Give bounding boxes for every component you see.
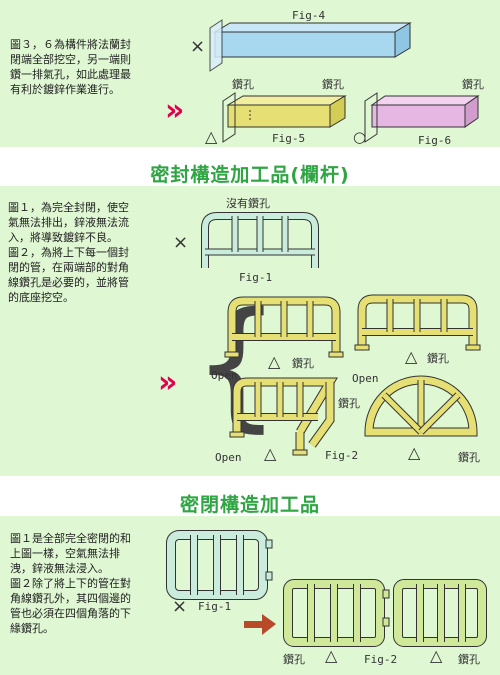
hole-label: 鑽孔 — [427, 351, 449, 365]
red-arrow-icon: » — [158, 365, 177, 400]
hole-label: 鑽孔 — [283, 652, 305, 666]
fig6-hole-label: 鑽孔 — [462, 77, 484, 91]
triangle-mark: △ — [405, 347, 418, 366]
fig5-label: Fig-5 — [272, 132, 305, 145]
open-label: Open — [352, 372, 379, 385]
hole-label: 鑽孔 — [292, 356, 314, 370]
brown-arrow-icon — [244, 614, 276, 635]
fig2-railing-b — [354, 294, 481, 351]
triangle-mark: △ — [205, 127, 218, 146]
desc-line: 圖１是全部完全密閉的和 — [10, 532, 131, 545]
fig6-label: Fig-6 — [418, 134, 451, 147]
desc-line: 入，將導致鍍鋅不良。 — [8, 231, 118, 244]
fig1-label: Fig-1 — [198, 600, 231, 613]
x-mark: × — [172, 596, 187, 617]
fig6-pipe — [364, 92, 480, 143]
triangle-mark: △ — [325, 646, 338, 665]
triangle-mark: △ — [430, 646, 443, 665]
x-mark: × — [173, 232, 188, 253]
hole-label: 鑽孔 — [458, 450, 480, 464]
section3-title: 密閉構造加工品 — [179, 494, 320, 516]
desc-line: 圖３，６為構件將法蘭封 — [10, 38, 131, 51]
fig5-pipe — [222, 92, 347, 143]
fig2-label: Fig-2 — [364, 653, 397, 666]
no-hole-label: 沒有鑽孔 — [226, 196, 270, 210]
desc-line: 管也必須在四個角落的下 — [10, 607, 131, 620]
section3-description: 圖１是全部完全密閉的和 上圖一樣，空氣無法排 洩，鋅液無法浸入。 圖２除了將上下… — [10, 531, 160, 636]
fig4-label: Fig-4 — [292, 9, 325, 22]
fig2-railing-c — [229, 377, 338, 456]
open-label: Open — [215, 451, 242, 464]
fig5-hole-label: 鑽孔 — [232, 77, 254, 91]
desc-line: 線鑽孔是必要的，並將管 — [8, 276, 129, 289]
desc-line: 閉端全部挖空，另一端則 — [10, 53, 131, 66]
section2-title: 密封構造加工品(欄杆) — [150, 164, 350, 186]
fig2-label: Fig-2 — [325, 449, 358, 462]
desc-line: 圖１，為完全封閉，使空 — [8, 201, 129, 214]
fig1-railing — [201, 212, 319, 268]
fig4-pipe — [209, 19, 412, 72]
desc-line: 洩，鋅液無法浸入。 — [10, 562, 109, 575]
desc-line: 的底座挖空。 — [8, 291, 74, 304]
section2-description: 圖１，為完全封閉，使空 氣無法排出，鋅液無法流 入，將導致鍍鋅不良。 圖２，為將… — [8, 200, 158, 305]
hole-label: 鑽孔 — [458, 652, 480, 666]
desc-line: 角線鑽孔外，其四個邊的 — [10, 592, 131, 605]
fig5-hole-label-right: 鑽孔 — [322, 77, 344, 91]
desc-line: 圖２，為將上下每一個封 — [8, 246, 129, 259]
desc-line: 上圖一樣，空氣無法排 — [10, 547, 120, 560]
desc-line: 圖２除了將上下的管在對 — [10, 577, 131, 590]
triangle-mark: △ — [408, 443, 421, 462]
fig2-railing-a — [224, 296, 344, 358]
desc-line: 鑽一排氣孔，如此處理最 — [10, 68, 131, 81]
fig2-frame-left — [283, 579, 390, 647]
desc-line: 有利於鍍鋅作業進行。 — [10, 83, 120, 96]
desc-line: 閉的管，在兩端部的對角 — [8, 261, 129, 274]
desc-line: 氣無法排出，鋅液無法流 — [8, 216, 129, 229]
fig1-label: Fig-1 — [239, 271, 272, 284]
hole-label: 鑽孔 — [338, 396, 360, 410]
section1-description: 圖３，６為構件將法蘭封 閉端全部挖空，另一端則 鑽一排氣孔，如此處理最 有利於鍍… — [10, 37, 160, 97]
circle-mark: ○ — [353, 128, 366, 146]
fig2-arch — [364, 375, 478, 437]
red-arrow-icon: » — [165, 93, 184, 128]
open-label: Open — [211, 369, 238, 382]
desc-line: 緣鑽孔。 — [10, 622, 54, 635]
fig2-frame-right — [393, 579, 487, 647]
x-mark: × — [190, 36, 205, 57]
triangle-mark: △ — [268, 352, 281, 371]
triangle-mark: △ — [264, 444, 277, 463]
fig1-frame — [166, 530, 273, 600]
